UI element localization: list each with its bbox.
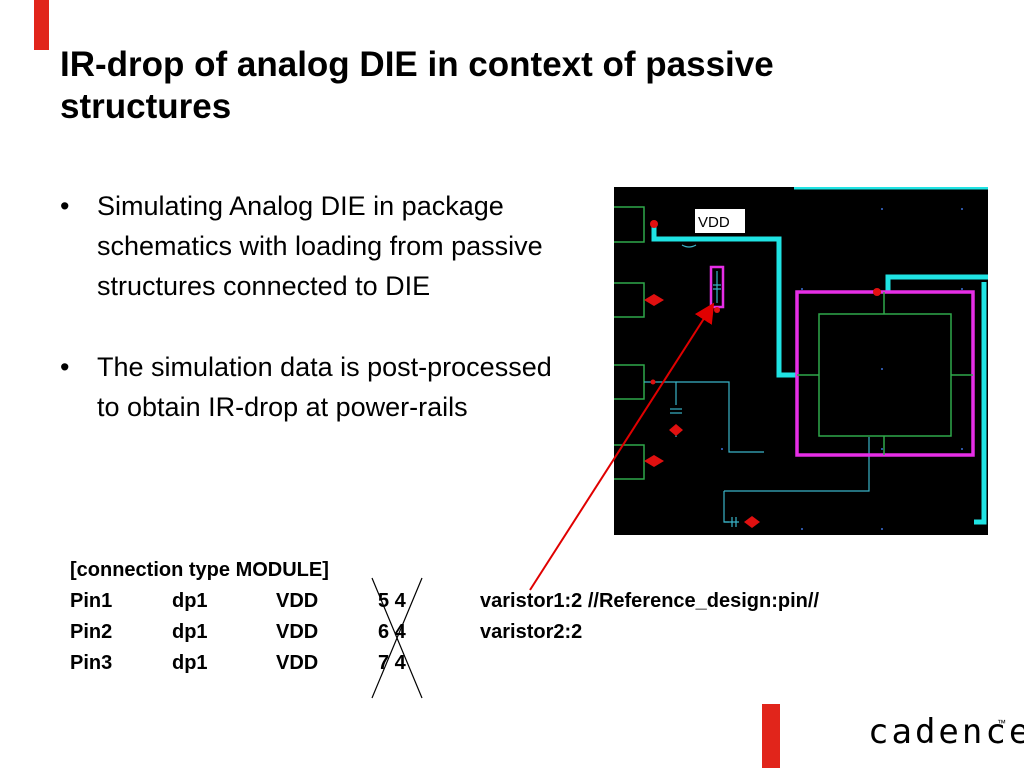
node-pair: 6 4 [378, 621, 406, 643]
pin-name: Pin3 [70, 652, 113, 674]
net-name: VDD [276, 590, 319, 612]
bullet-item: Simulating Analog DIE in package schemat… [60, 186, 580, 306]
power-rail [651, 187, 988, 525]
node-pair: 5 4 [378, 590, 406, 612]
domain-name: dp1 [172, 621, 208, 643]
bullet-item: The simulation data is post-processed to… [60, 347, 580, 427]
target-ref: varistor1:2 //Reference_design:pin// [480, 590, 820, 612]
slide-title: IR-drop of analog DIE in context of pass… [60, 45, 774, 126]
target-ref: varistor2:2 [480, 621, 583, 643]
schematic-view: VDD [614, 187, 988, 535]
node-pair: 7 4 [378, 652, 406, 674]
vdd-label: VDD [698, 214, 730, 231]
trademark-symbol: ™ [997, 718, 1006, 728]
accent-bar-top [34, 0, 49, 50]
vdd-label-box [695, 209, 745, 233]
net-name: VDD [276, 621, 319, 643]
accent-bar-bottom [762, 704, 780, 768]
connection-header-text: [connection type MODULE] [70, 559, 329, 581]
wire-arc [681, 244, 697, 248]
module-leads [797, 292, 973, 455]
domain-name: dp1 [172, 590, 208, 612]
domain-name: dp1 [172, 652, 208, 674]
bullet-list: Simulating Analog DIE in package schemat… [60, 186, 580, 468]
pin-name: Pin1 [70, 590, 113, 612]
net-name: VDD [276, 652, 319, 674]
cadence-logo: cadence [868, 712, 1024, 752]
grid-dots [721, 208, 963, 530]
pin-name: Pin2 [70, 621, 113, 643]
varistor-plates [713, 271, 721, 303]
module-box [795, 290, 975, 457]
